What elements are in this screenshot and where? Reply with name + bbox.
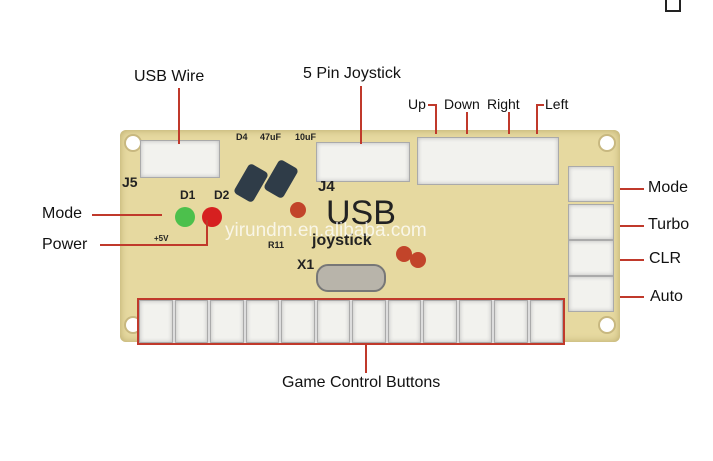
auto-connector <box>568 276 614 312</box>
label-clr: CLR <box>649 250 682 267</box>
label-game-control-buttons: Game Control Buttons <box>282 374 441 391</box>
label-auto: Auto <box>650 288 683 305</box>
silk-j5: J5 <box>122 174 138 190</box>
silk-cap2: 10uF <box>295 132 317 142</box>
mode-connector <box>568 166 614 202</box>
silk-j4: J4 <box>318 178 335 195</box>
label-mode-left: Mode <box>42 205 83 222</box>
silk-d2: D2 <box>214 188 230 202</box>
share-icon[interactable] <box>665 0 681 12</box>
label-mode-right: Mode <box>648 179 689 196</box>
watermark: yirundm.en.alibaba.com <box>225 220 427 241</box>
green-led <box>175 207 195 227</box>
silk-r11: R11 <box>268 240 285 250</box>
silk-d1: D1 <box>180 188 196 202</box>
label-power: Power <box>42 236 88 253</box>
silk-usb: USB <box>326 194 396 232</box>
label-left: Left <box>545 96 569 112</box>
joystick-connector <box>316 142 410 182</box>
silk-cap1: 47uF <box>260 132 282 142</box>
label-turbo: Turbo <box>648 216 690 233</box>
label-5-pin-joystick: 5 Pin Joystick <box>303 65 401 82</box>
label-down: Down <box>444 96 480 112</box>
silk-5v: +5V <box>154 234 169 243</box>
red-led <box>202 207 222 227</box>
direction-connectors <box>417 137 559 185</box>
label-usb-wire: USB Wire <box>134 68 205 85</box>
game-buttons-connectors <box>137 298 565 345</box>
clr-connector <box>568 240 614 276</box>
silk-d4: D4 <box>236 132 248 142</box>
label-right: Right <box>487 96 520 112</box>
label-up: Up <box>408 96 426 112</box>
silk-x1: X1 <box>297 256 315 272</box>
silk-joystick: joystick <box>312 232 372 249</box>
turbo-connector <box>568 204 614 240</box>
usb-wire-connector <box>140 140 220 178</box>
crystal <box>316 264 386 292</box>
